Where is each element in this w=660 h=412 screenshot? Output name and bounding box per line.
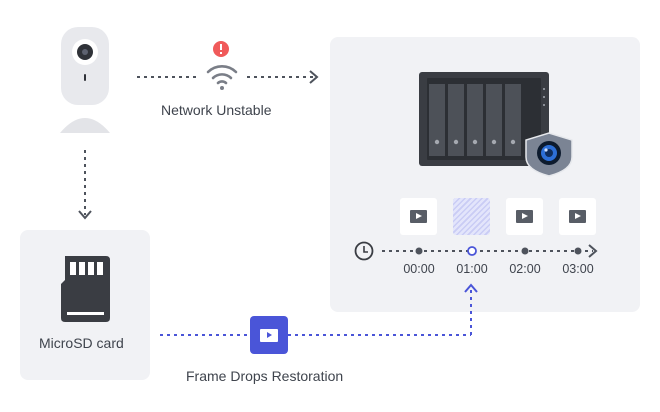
timeline-clock-icon bbox=[354, 241, 374, 261]
camera-to-nas-connector bbox=[137, 70, 319, 84]
missing-frame-placeholder bbox=[453, 198, 490, 235]
video-thumbnail-0300[interactable] bbox=[559, 198, 596, 235]
surveillance-shield-icon bbox=[525, 132, 573, 177]
video-play-icon bbox=[569, 210, 586, 223]
timeline-track bbox=[382, 244, 598, 258]
warning-icon bbox=[213, 41, 229, 57]
microsd-card-icon bbox=[61, 256, 110, 322]
frame-restore-button[interactable] bbox=[250, 316, 288, 354]
nas-device-icon bbox=[419, 72, 549, 166]
camera-to-microsd-connector bbox=[78, 150, 92, 220]
microsd-label: MicroSD card bbox=[39, 335, 124, 351]
video-play-icon bbox=[410, 210, 427, 223]
timeline-label-2: 02:00 bbox=[509, 262, 541, 276]
restoration-connector bbox=[160, 283, 478, 336]
network-status-label: Network Unstable bbox=[161, 102, 272, 118]
video-thumbnail-0200[interactable] bbox=[506, 198, 543, 235]
video-play-icon bbox=[260, 328, 278, 342]
timeline-label-1: 01:00 bbox=[456, 262, 488, 276]
timeline-point-0000 bbox=[415, 247, 423, 255]
video-play-icon bbox=[516, 210, 533, 223]
unstable-wifi-icon bbox=[206, 65, 238, 90]
timeline-point-0300 bbox=[574, 247, 582, 255]
timeline-point-0200 bbox=[521, 247, 529, 255]
timeline-label-0: 00:00 bbox=[403, 262, 435, 276]
video-thumbnail-0000[interactable] bbox=[400, 198, 437, 235]
timeline-label-3: 03:00 bbox=[562, 262, 594, 276]
timeline-point-0100 bbox=[467, 246, 477, 256]
restoration-label: Frame Drops Restoration bbox=[186, 368, 344, 384]
security-camera-icon bbox=[60, 27, 110, 133]
